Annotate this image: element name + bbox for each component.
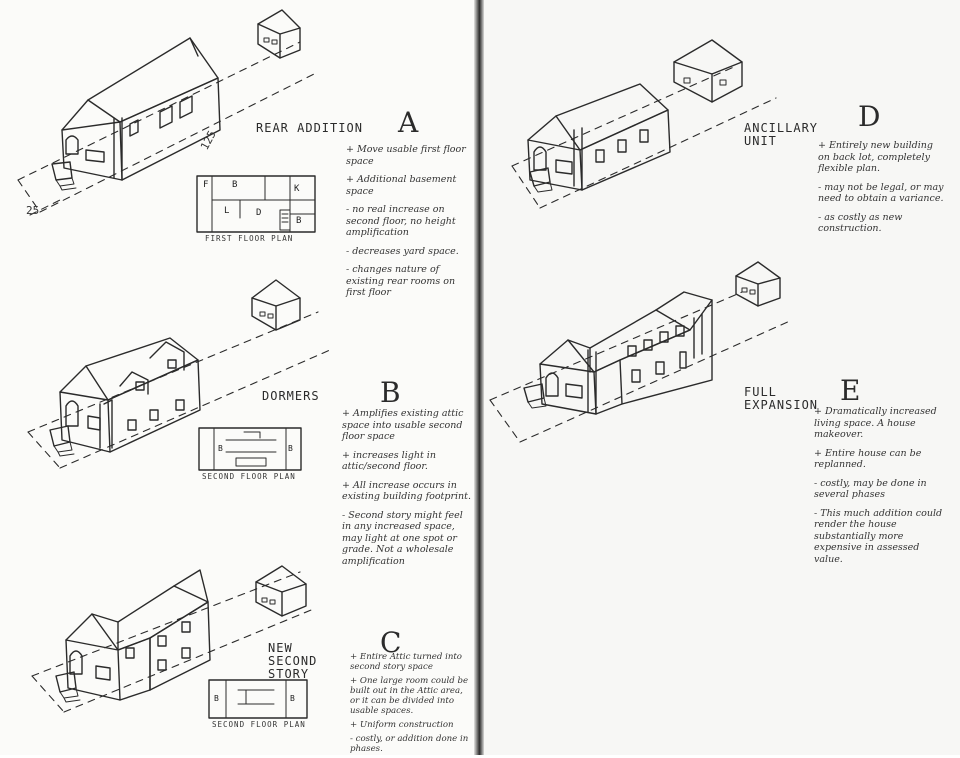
sketch-house-a — [17, 9, 319, 216]
plan-c-room-label: B — [214, 694, 219, 703]
option-b-title: DORMERS — [262, 389, 320, 403]
right-sketchbook-page — [482, 0, 960, 755]
option-a-title: REAR ADDITION — [256, 121, 363, 135]
option-d-title: ANCILLARY UNIT — [744, 121, 819, 148]
note: - changes nature of existing rear rooms … — [346, 264, 456, 298]
option-b-notes: + Amplifies existing attic space into us… — [342, 408, 474, 574]
floor-plan-a — [196, 175, 316, 233]
option-c-notes: + Entire Attic turned into second story … — [350, 652, 472, 758]
option-a-notes: + Move usable first floor space + Additi… — [346, 144, 474, 306]
plan-a-room-label: L — [224, 206, 230, 216]
note: + Uniform construction — [350, 720, 454, 730]
option-b-plan-caption: SECOND FLOOR PLAN — [202, 472, 296, 481]
note: - may not be legal, or may need to obtai… — [818, 181, 944, 205]
note: - This much addition could render the ho… — [814, 507, 943, 565]
option-e-notes: + Dramatically increased living space. A… — [814, 406, 950, 572]
sketch-house-d — [511, 39, 777, 209]
note: + All increase occurs in existing buildi… — [342, 479, 471, 503]
option-d-notes: + Entirely new building on back lot, com… — [818, 140, 946, 242]
option-c-title: NEW SECOND STORY — [268, 641, 318, 681]
option-b-letter: B — [380, 376, 401, 409]
option-a-letter: A — [398, 106, 419, 139]
plan-a-room-label: B — [232, 180, 238, 190]
option-a-plan-caption: FIRST FLOOR PLAN — [205, 234, 294, 243]
plan-b-room-label: B — [288, 444, 293, 453]
plan-a-room-label: B — [296, 216, 302, 226]
note: - Second story might feel in any increas… — [342, 509, 463, 567]
sketch-house-c — [31, 565, 317, 713]
plan-b-room-label: B — [218, 444, 223, 453]
sketch-house-b — [27, 279, 331, 469]
note: - no real increase on second floor, no h… — [346, 204, 456, 238]
note: - as costly as new construction. — [818, 211, 903, 235]
note: + Entire house can be replanned. — [814, 447, 922, 471]
note: + Dramatically increased living space. A… — [814, 406, 937, 440]
floor-plan-b — [198, 427, 302, 471]
note: + Additional basement space — [346, 174, 457, 197]
option-d-letter: D — [858, 100, 881, 133]
note: - costly, or addition done in phases. — [350, 734, 469, 754]
book-gutter — [474, 0, 484, 755]
option-e-title: FULL EXPANSION — [744, 385, 819, 412]
floor-plan-c — [208, 679, 308, 719]
note: + increases light in attic/second floor. — [342, 449, 436, 473]
note: + Entirely new building on back lot, com… — [818, 140, 933, 174]
plan-a-room-label: D — [256, 208, 262, 218]
sketch-house-e — [489, 261, 793, 443]
note: - decreases yard space. — [346, 245, 459, 257]
note: + One large room could be built out in t… — [350, 676, 469, 716]
plan-a-room-label: K — [294, 184, 300, 194]
width-dimension: 25 — [26, 204, 40, 217]
plan-a-room-label: F — [203, 180, 209, 190]
note: - costly, may be done in several phases — [814, 477, 927, 501]
option-e-letter: E — [840, 374, 861, 407]
option-c-letter: C — [380, 626, 402, 659]
left-sketchbook-page — [0, 0, 478, 755]
note: + Amplifies existing attic space into us… — [342, 408, 464, 442]
option-c-plan-caption: SECOND FLOOR PLAN — [212, 720, 306, 729]
plan-c-room-label: B — [290, 694, 295, 703]
note: + Move usable first floor space — [346, 144, 466, 167]
note: + Entire Attic turned into second story … — [350, 652, 462, 672]
